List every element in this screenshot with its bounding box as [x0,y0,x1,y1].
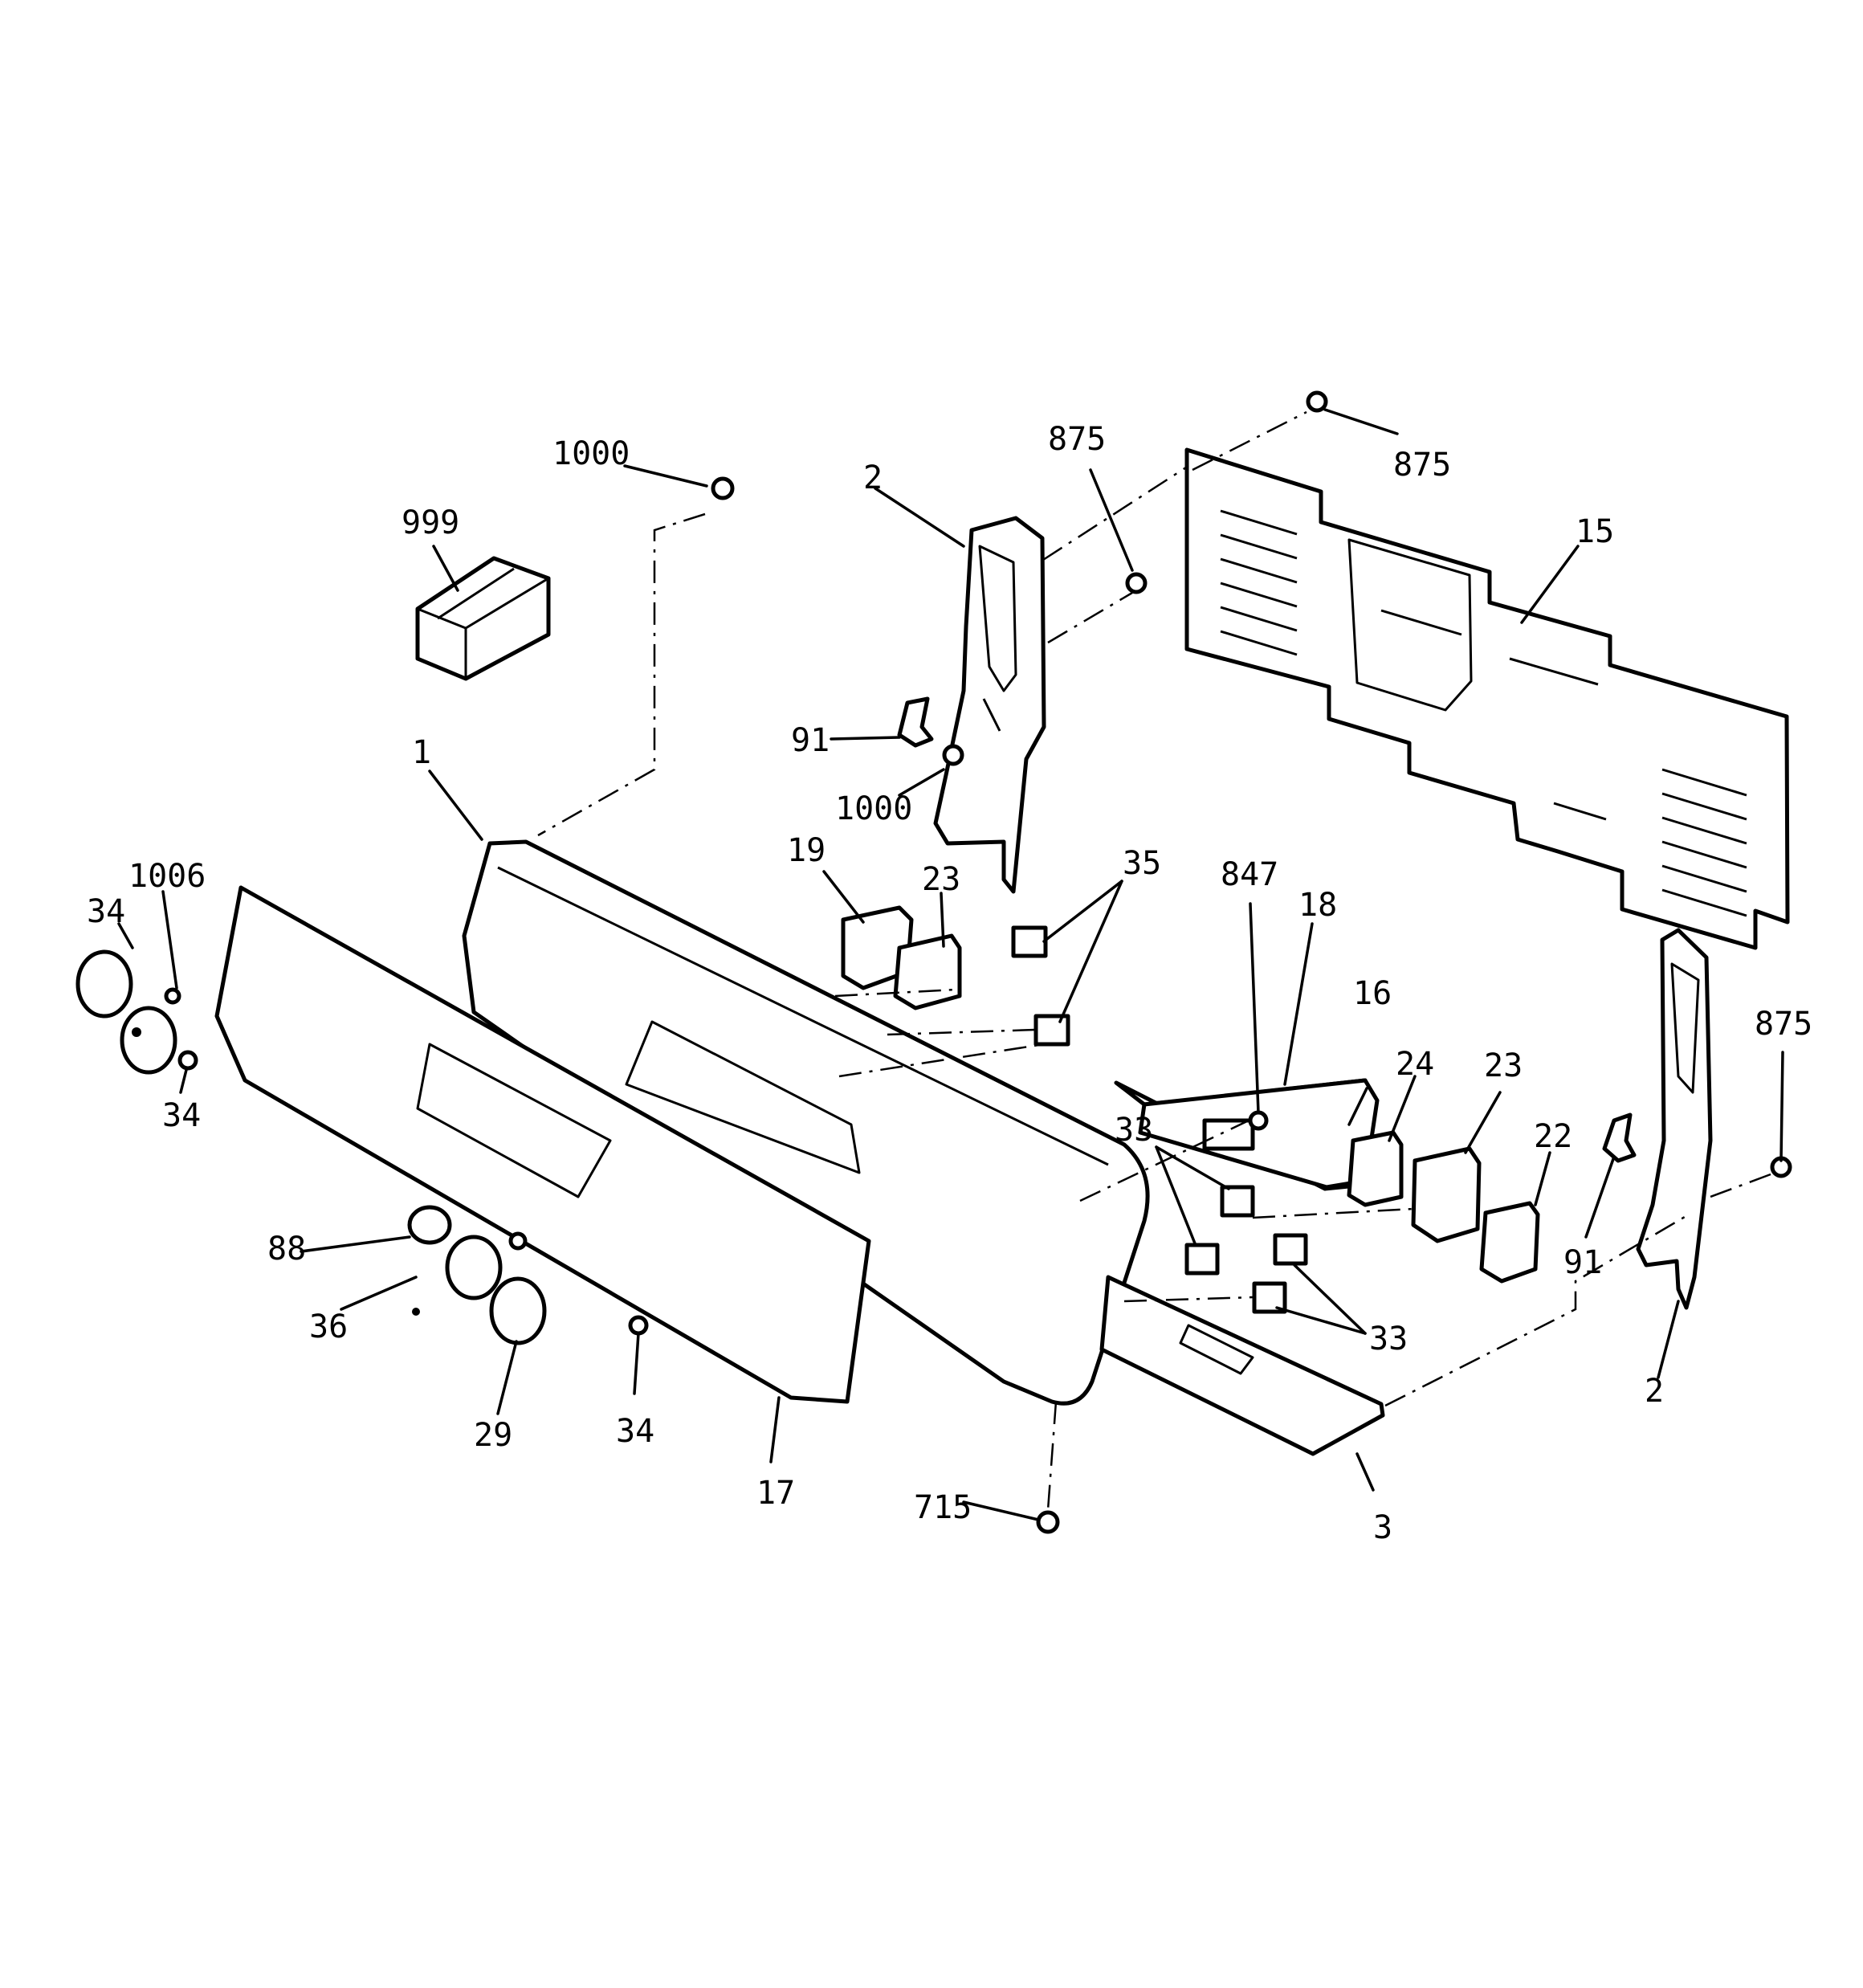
rocker-switch [1252,1281,1287,1314]
knob [75,949,133,1018]
callout-88: 88 [267,1231,306,1268]
callout-1006: 1006 [128,858,206,895]
callout-91-left: 91 [791,722,830,759]
knob [489,1276,547,1345]
callout-2-top: 2 [863,459,883,496]
components [75,390,1792,1534]
screw [412,1308,420,1316]
callout-875-b: 875 [1393,447,1451,484]
callout-875-c: 875 [1755,1006,1812,1043]
leader-lines [117,408,1784,1521]
callout-22: 22 [1534,1118,1572,1155]
digital-display [1202,1118,1255,1151]
callout-35: 35 [1123,845,1161,882]
knob [407,1205,452,1245]
screw [628,1315,649,1336]
knob [445,1235,503,1300]
screw [1036,1510,1060,1534]
screw [1306,390,1328,413]
screw [1248,1110,1269,1131]
callout-36: 36 [309,1308,348,1345]
callout-23-right: 23 [1484,1047,1523,1084]
callout-1: 1 [412,734,431,771]
screw [164,987,181,1005]
end-cap-left [933,516,1046,894]
rocker-switch [1184,1243,1220,1276]
callout-1000-mid: 1000 [835,790,912,827]
rocker-switch [1273,1233,1308,1266]
callout-34-lower: 34 [616,1413,654,1450]
clock-control [1114,1078,1380,1191]
callout-19: 19 [787,832,826,869]
screw [942,744,964,766]
callout-17: 17 [756,1475,795,1512]
callouts: 1000 999 1 1006 34 34 2 875 91 1000 19 2… [87,421,1812,1546]
callout-18: 18 [1298,887,1337,924]
callout-29: 29 [474,1417,512,1454]
back-guard-panel [1184,447,1790,950]
callout-33-lower: 33 [1369,1321,1408,1357]
callout-33-upper: 33 [1115,1112,1153,1149]
assembly-lines [537,410,1771,1511]
screw [177,1050,198,1071]
screw [1125,572,1148,594]
callout-999: 999 [402,504,459,541]
knob [120,1006,177,1075]
callout-3: 3 [1373,1509,1392,1546]
callout-24: 24 [1396,1046,1434,1083]
callout-1000-top: 1000 [552,435,630,472]
rocker-switch [1220,1185,1255,1218]
screw [508,1231,528,1251]
callout-23-left: 23 [922,861,960,898]
callout-16: 16 [1353,975,1392,1012]
screw [711,476,735,500]
callout-34-left: 34 [162,1097,201,1134]
callout-2-bottom: 2 [1645,1373,1664,1410]
callout-15: 15 [1576,513,1614,550]
control-faceplate [214,885,871,1404]
screw [132,1027,141,1037]
callout-875-a: 875 [1048,421,1106,458]
rocker-switch [1011,925,1048,958]
rocker-switch [1033,1014,1070,1047]
callout-34-upper: 34 [87,893,125,930]
callout-847: 847 [1221,856,1278,893]
callout-715: 715 [914,1489,972,1526]
bottom-trim [1099,1275,1385,1456]
callout-91-right: 91 [1563,1244,1602,1281]
parts-box [415,556,551,681]
end-cap-right [1636,928,1713,1310]
